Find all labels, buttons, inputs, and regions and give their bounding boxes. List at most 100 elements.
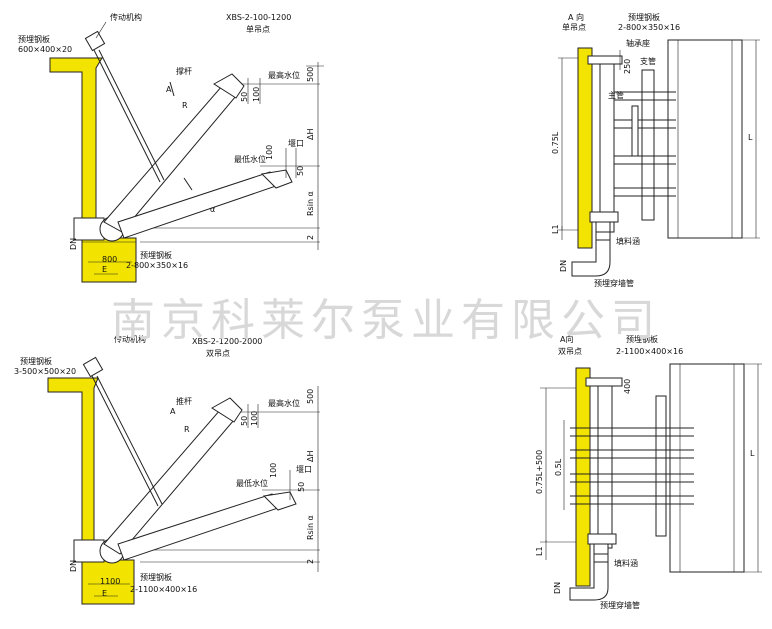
dim-50a-2: 50 [240, 416, 249, 426]
branch-pipe-2 [655, 395, 667, 537]
dim-50a: 50 [240, 92, 249, 102]
front-view-double-hoist: A向 双吊点 预埋钢板 2-1100×400×16 填料涵 预埋穿墙管 400 … [535, 334, 762, 610]
view-a-label-2: A [170, 407, 176, 416]
drive-unit [84, 30, 106, 52]
packing-label: 填料涵 [616, 236, 640, 246]
drive-label: 传动机构 [110, 12, 142, 22]
dim-100-2: 100 [250, 411, 259, 426]
plate-bottom-label: 预埋钢板 [140, 250, 172, 260]
delta-h-label-2: ΔH [306, 451, 315, 463]
dim-500-2: 500 [306, 389, 315, 404]
hoist-right: 单吊点 [562, 22, 586, 32]
radius-label: R [182, 101, 188, 110]
dn-label: DN [69, 238, 78, 250]
concrete-wall-2 [47, 377, 99, 541]
main-label: 主管 [608, 90, 624, 100]
gate-frame-2 [669, 363, 745, 573]
plate-bottom-size-2: 2-1100×400×16 [130, 585, 197, 594]
dim-50b-2: 50 [297, 482, 306, 492]
weir-label: 堰口 [288, 138, 304, 148]
side-view-double-hoist: 传动机构 预埋钢板 3-500×500×20 XBS-2-1200-2000 双… [14, 334, 320, 605]
drive-unit-2 [82, 356, 104, 378]
weir-head-max [213, 73, 245, 99]
main-pipe [599, 55, 615, 233]
concrete-wall [49, 57, 103, 221]
dim-100b-2: 100 [269, 463, 278, 478]
dim-075l: 0.75L [551, 131, 560, 154]
dim-l: L [748, 133, 753, 142]
dim-2: 2 [306, 235, 315, 240]
view-a-title-2: A向 [560, 334, 573, 344]
push-rod-label: 推杆 [176, 396, 192, 406]
strut-label: 撑杆 [176, 66, 192, 76]
view-a-title: A 向 [568, 12, 584, 22]
radius-label-2: R [184, 425, 190, 434]
wall-pipe-label-2: 预埋穿墙管 [600, 600, 640, 610]
max-level-label: 最高水位 [268, 70, 300, 80]
weir-label-2: 堰口 [296, 464, 312, 474]
view-a-label: A [166, 85, 172, 94]
front-wall [577, 47, 593, 249]
side-view-single-hoist: 传动机构 预埋钢板 600×400×20 XBS-2-100-1200 单吊点 … [18, 12, 324, 283]
dim-800: 800 [102, 255, 117, 264]
plate-top-label: 预埋钢板 [18, 34, 50, 44]
dim-50b: 50 [296, 166, 305, 176]
bearing-label: 轴承座 [626, 38, 650, 48]
rsin-label-2: Rsin α [306, 515, 315, 540]
e-label: E [102, 265, 107, 274]
dn-right: DN [559, 260, 568, 272]
max-level-label-2: 最高水位 [268, 398, 300, 408]
main-pipe-2 [597, 377, 613, 549]
branch-pipe [641, 69, 655, 221]
dim-250: 250 [623, 59, 632, 74]
packing-label-2: 填料涵 [614, 558, 638, 568]
model-label-2: XBS-2-1200-2000 [192, 337, 262, 346]
dim-100b: 100 [265, 145, 274, 160]
dim-05l: 0.5L [554, 458, 563, 476]
dim-500: 500 [306, 67, 315, 82]
dim-400: 400 [623, 379, 632, 394]
front-view-single-hoist: A 向 单吊点 预埋钢板 2-800×350×16 轴承座 支管 主管 填料涵 … [551, 12, 760, 288]
dim-2-2: 2 [306, 559, 315, 564]
strut-rod [93, 49, 161, 183]
plate-right: 预埋钢板 [628, 12, 660, 22]
branch-label: 支管 [640, 56, 656, 66]
dn-label-2: DN [69, 560, 78, 572]
dim-075l-500: 0.75L+500 [535, 450, 544, 494]
weir-head-min [260, 169, 293, 189]
plate-top-size-2: 3-500×500×20 [14, 367, 76, 376]
alpha-label: α [210, 205, 215, 214]
dim-100: 100 [252, 87, 261, 102]
dim-l1: L1 [551, 224, 560, 234]
rsin-label: Rsin α [306, 191, 315, 216]
wall-pipe-label: 预埋穿墙管 [594, 278, 634, 288]
front-wall-2 [575, 367, 591, 587]
company-watermark: 南京科莱尔泵业有限公司 [111, 295, 661, 346]
gate-frame [667, 39, 743, 239]
dim-l1-2: L1 [535, 546, 544, 556]
drive-label-2: 传动机构 [114, 334, 146, 344]
hoist-label-2: 双吊点 [206, 349, 230, 358]
min-level-label: 最低水位 [234, 154, 266, 164]
dim-1100: 1100 [100, 577, 120, 586]
plate-bottom-size: 2-800×350×16 [126, 261, 188, 270]
dim-l-2: L [750, 449, 755, 458]
dn-right-2: DN [553, 582, 562, 594]
plate-right-size: 2-800×350×16 [618, 23, 680, 32]
min-level-label-2: 最低水位 [236, 478, 268, 488]
plate-top-label-2: 预埋钢板 [20, 356, 52, 366]
delta-h-label: ΔH [306, 129, 315, 141]
hoist-label: 单吊点 [246, 24, 270, 34]
bearing-seat [587, 55, 623, 65]
plate-top-size: 600×400×20 [18, 45, 72, 54]
e-label-2: E [102, 589, 107, 598]
packing-gland [595, 231, 611, 241]
plate-bottom-label-2: 预埋钢板 [140, 572, 172, 582]
plate-right-size-2: 2-1100×400×16 [616, 347, 683, 356]
model-label: XBS-2-100-1200 [226, 13, 291, 22]
push-rod [91, 375, 159, 507]
plate-right-2: 预埋钢板 [626, 334, 658, 344]
hoist-right-2: 双吊点 [558, 347, 582, 356]
